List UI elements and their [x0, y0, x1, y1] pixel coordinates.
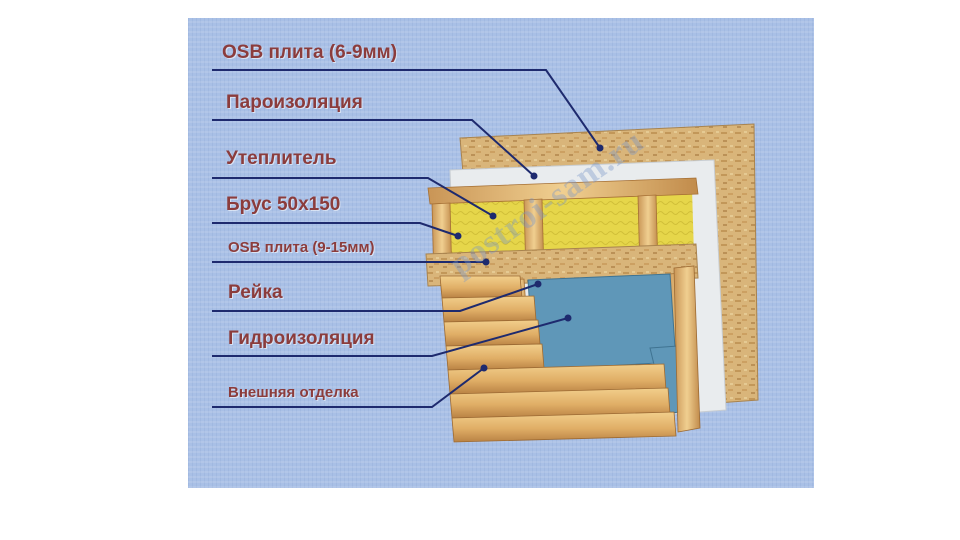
label-waterproofing: Гидроизоляция — [228, 328, 375, 350]
leader-dot — [481, 365, 488, 372]
label-exterior-finish: Внешняя отделка — [228, 384, 359, 401]
leader-dot — [455, 233, 462, 240]
label-batten: Рейка — [228, 282, 283, 304]
leader-line-beam — [212, 223, 458, 236]
leader-dot — [565, 315, 572, 322]
diagram-panel: postroi-sam.ru OSB плита (6-9мм) Пароизо… — [188, 18, 814, 488]
label-vapor-barrier: Пароизоляция — [226, 92, 363, 114]
label-osb-inner: OSB плита (6-9мм) — [222, 42, 397, 64]
label-insulation: Утеплитель — [226, 148, 337, 170]
leader-dot — [535, 281, 542, 288]
label-beam: Брус 50х150 — [226, 194, 340, 216]
label-osb-outer: OSB плита (9-15мм) — [228, 239, 375, 256]
leader-dot — [531, 173, 538, 180]
